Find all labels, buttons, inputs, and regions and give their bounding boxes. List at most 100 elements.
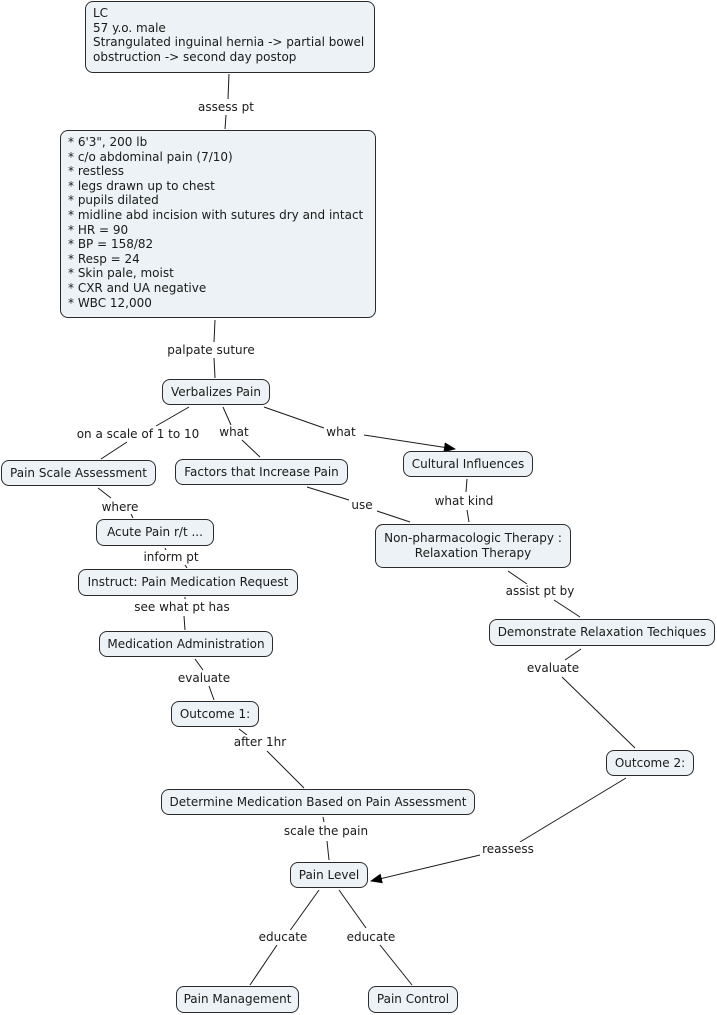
node-label: Verbalizes Pain	[171, 384, 261, 399]
node-label-line: Relaxation Therapy	[414, 546, 532, 560]
edge-medadmin-evaluate1	[194, 658, 204, 671]
link-label-evaluate-1[interactable]: evaluate	[176, 671, 232, 685]
edge-evaluate2-outcome2	[561, 676, 636, 749]
link-label-educate-1[interactable]: educate	[257, 930, 309, 944]
assessment-line: * WBC 12,000	[68, 295, 152, 310]
link-label-assess-pt[interactable]: assess pt	[197, 100, 255, 114]
edge-where-acute	[130, 513, 134, 519]
edge-assessment-palpate	[213, 319, 216, 343]
assessment-line: * Skin pale, moist	[68, 266, 174, 281]
edge-determine-scale	[322, 816, 325, 823]
edge-whatkind-nonpharm	[466, 509, 470, 523]
edge-verbalizes-what1	[222, 406, 232, 426]
assessment-line: * pupils dilated	[68, 193, 159, 208]
node-label: Instruct: Pain Medication Request	[87, 575, 289, 590]
edge-evaluate1-outcome1	[208, 685, 215, 701]
patient-line: obstruction -> second day postop	[93, 49, 297, 64]
node-label: Pain Control	[376, 992, 450, 1007]
node-outcome-2[interactable]: Outcome 2:	[606, 750, 694, 776]
edge-reassess-painlevel	[370, 854, 481, 884]
edge-assess-assessment	[224, 114, 227, 130]
link-label-scale-the-pain[interactable]: scale the pain	[282, 824, 370, 838]
edge-after-determine	[266, 750, 305, 789]
edge-scale-painlevel	[326, 840, 330, 861]
node-determine-medication[interactable]: Determine Medication Based on Pain Asses…	[161, 789, 475, 815]
edge-inform-instruct	[184, 564, 188, 569]
edge-demonstrate-evaluate2	[564, 648, 582, 661]
assessment-line: * midline abd incision with sutures dry …	[68, 207, 364, 222]
edge-verbalizes-scale	[155, 406, 190, 427]
node-label: Demonstrate Relaxation Techiques	[497, 625, 707, 640]
node-pain-control[interactable]: Pain Control	[368, 986, 458, 1013]
edge-cultural-whatkind	[465, 478, 468, 493]
edge-use-nonpharm	[376, 510, 411, 523]
node-instruct-pain-medication-request[interactable]: Instruct: Pain Medication Request	[78, 569, 298, 596]
link-label-palpate-suture[interactable]: palpate suture	[166, 343, 256, 357]
node-verbalizes-pain[interactable]: Verbalizes Pain	[162, 379, 270, 405]
link-label-see-what-pt-has[interactable]: see what pt has	[133, 600, 231, 614]
link-label-what-factors[interactable]: what	[218, 425, 250, 439]
node-pain-level[interactable]: Pain Level	[290, 862, 368, 888]
assessment-line: * 6'3", 200 lb	[68, 135, 148, 149]
node-assessment-findings[interactable]: * 6'3", 200 lb * c/o abdominal pain (7/1…	[60, 130, 376, 318]
node-label: Factors that Increase Pain	[184, 464, 339, 479]
assessment-line: * restless	[68, 164, 125, 179]
node-demonstrate-relaxation[interactable]: Demonstrate Relaxation Techiques	[489, 619, 715, 646]
patient-line: 57 y.o. male	[93, 20, 166, 35]
edge-painlevel-educate2	[338, 889, 367, 929]
node-pain-management[interactable]: Pain Management	[176, 986, 299, 1013]
link-label-what-cultural[interactable]: what	[325, 425, 357, 439]
link-label-assist-pt-by[interactable]: assist pt by	[504, 584, 576, 598]
link-label-what-kind[interactable]: what kind	[433, 494, 495, 508]
link-label-inform-pt[interactable]: inform pt	[142, 550, 200, 564]
link-label-where[interactable]: where	[100, 500, 140, 514]
node-label: Medication Administration	[107, 636, 265, 651]
node-outcome-1[interactable]: Outcome 1:	[171, 701, 259, 727]
edge-nonpharm-assist	[507, 570, 528, 585]
edge-assist-demonstrate	[553, 599, 581, 618]
link-label-on-a-scale[interactable]: on a scale of 1 to 10	[75, 427, 201, 441]
patient-line: LC	[93, 6, 109, 20]
edge-scale-painscale	[100, 441, 128, 460]
assessment-line: * legs drawn up to chest	[68, 178, 215, 193]
link-label-evaluate-2[interactable]: evaluate	[525, 661, 581, 675]
link-label-educate-2[interactable]: educate	[345, 930, 397, 944]
node-label-line: Non-pharmacologic Therapy :	[384, 531, 562, 546]
assessment-line: * HR = 90	[68, 222, 129, 237]
node-pain-scale-assessment[interactable]: Pain Scale Assessment	[1, 460, 156, 486]
edge-palpate-verbalizes	[213, 357, 216, 379]
assessment-line: * c/o abdominal pain (7/10)	[68, 149, 233, 164]
link-label-reassess[interactable]: reassess	[481, 842, 535, 856]
node-label: Cultural Influences	[411, 456, 525, 471]
node-medication-administration[interactable]: Medication Administration	[99, 631, 273, 657]
edge-outcome1-after	[238, 728, 248, 736]
node-factors-increase-pain[interactable]: Factors that Increase Pain	[175, 459, 348, 485]
node-label: Pain Level	[298, 867, 360, 882]
node-non-pharmacologic-therapy[interactable]: Non-pharmacologic Therapy : Relaxation T…	[375, 524, 571, 568]
edge-factors-use	[306, 486, 350, 501]
link-label-use[interactable]: use	[350, 498, 374, 512]
edge-verbalizes-what2	[263, 406, 325, 429]
node-acute-pain[interactable]: Acute Pain r/t ...	[96, 519, 214, 546]
edge-see-medadmin	[183, 615, 186, 631]
patient-line: Strangulated inguinal hernia -> partial …	[93, 35, 365, 50]
link-label-after-1hr[interactable]: after 1hr	[232, 735, 288, 749]
assessment-line: * CXR and UA negative	[68, 280, 207, 295]
node-label: Acute Pain r/t ...	[107, 525, 203, 540]
node-label: Pain Management	[183, 992, 292, 1007]
edge-educate1-painmgmt	[249, 944, 278, 986]
edge-acute-inform	[164, 547, 167, 551]
edge-patient-assess	[227, 73, 230, 100]
edge-what1-factors	[241, 439, 261, 458]
node-label: Determine Medication Based on Pain Asses…	[169, 794, 467, 809]
node-cultural-influences[interactable]: Cultural Influences	[403, 451, 533, 477]
assessment-line: * BP = 158/82	[68, 237, 154, 252]
edge-painlevel-educate1	[288, 889, 320, 933]
assessment-line: * Resp = 24	[68, 251, 140, 266]
edge-outcome2-reassess	[519, 777, 627, 843]
node-patient-summary[interactable]: LC 57 y.o. male Strangulated inguinal he…	[85, 1, 375, 73]
edge-what2-cultural	[363, 434, 456, 453]
node-label: Outcome 1:	[179, 706, 251, 721]
edge-educate2-paincontrol	[379, 944, 413, 986]
